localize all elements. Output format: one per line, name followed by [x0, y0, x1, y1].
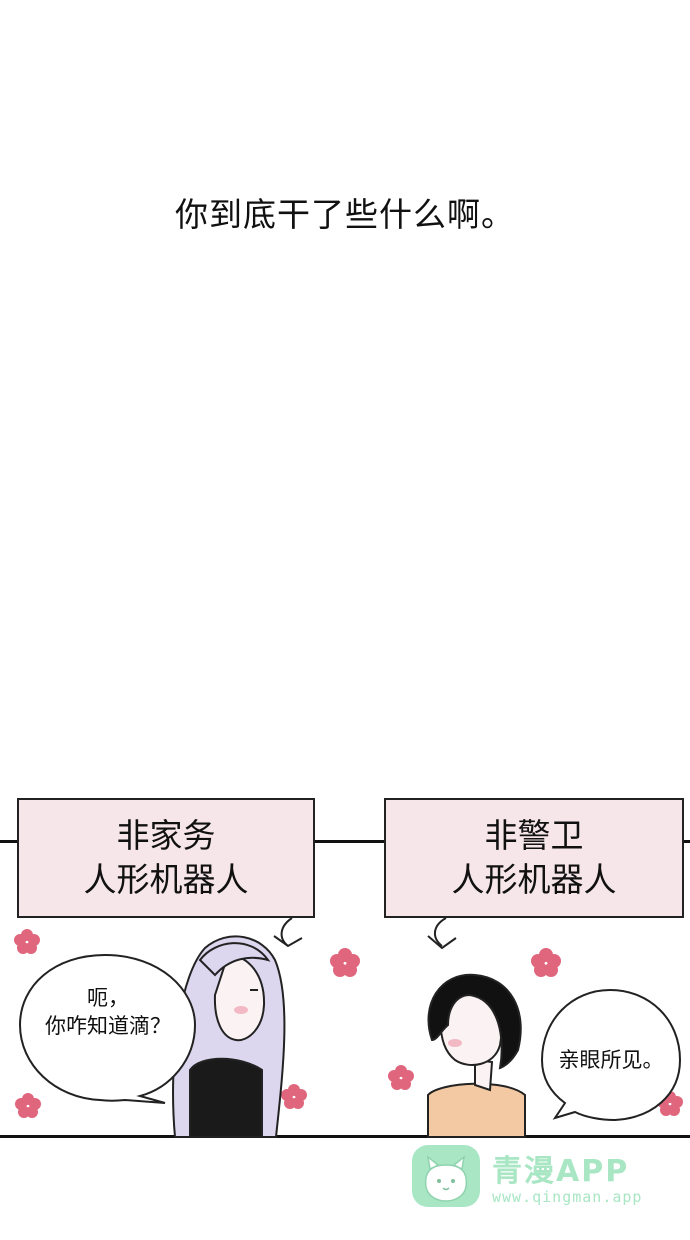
watermark-url: www.qingman.app — [492, 1188, 643, 1206]
right-speech-bubble: 亲眼所见。 — [558, 1048, 664, 1072]
left-caption-line-2: 人形机器人 — [83, 860, 249, 899]
speech-bubble-right-shape — [540, 988, 682, 1122]
speech-bubble-left-shape — [18, 953, 197, 1104]
left-character — [172, 935, 286, 1138]
left-bubble-line-2: 你咋知道滴？ — [45, 1014, 171, 1038]
cat-logo-icon — [412, 1145, 480, 1207]
narration-text: 你到底干了些什么啊。 — [175, 195, 515, 234]
panel-bottom-rule — [0, 1135, 690, 1138]
watermark-title: 青漫APP — [492, 1154, 630, 1189]
left-speech-bubble: 呃， 你咋知道滴？ — [22, 984, 194, 1040]
pointer-arrow-icon — [273, 917, 457, 950]
left-bubble-line-1: 呃， — [87, 986, 129, 1010]
left-caption-box: 非家务 人形机器人 — [17, 798, 315, 918]
right-caption-line-2: 人形机器人 — [451, 860, 617, 899]
left-caption-line-1: 非家务 — [116, 816, 216, 855]
flower-icon — [14, 929, 683, 1118]
right-caption-box: 非警卫 人形机器人 — [384, 798, 684, 918]
panel-top-rule — [0, 840, 690, 843]
right-caption-line-1: 非警卫 — [484, 816, 584, 855]
right-character — [427, 973, 526, 1138]
